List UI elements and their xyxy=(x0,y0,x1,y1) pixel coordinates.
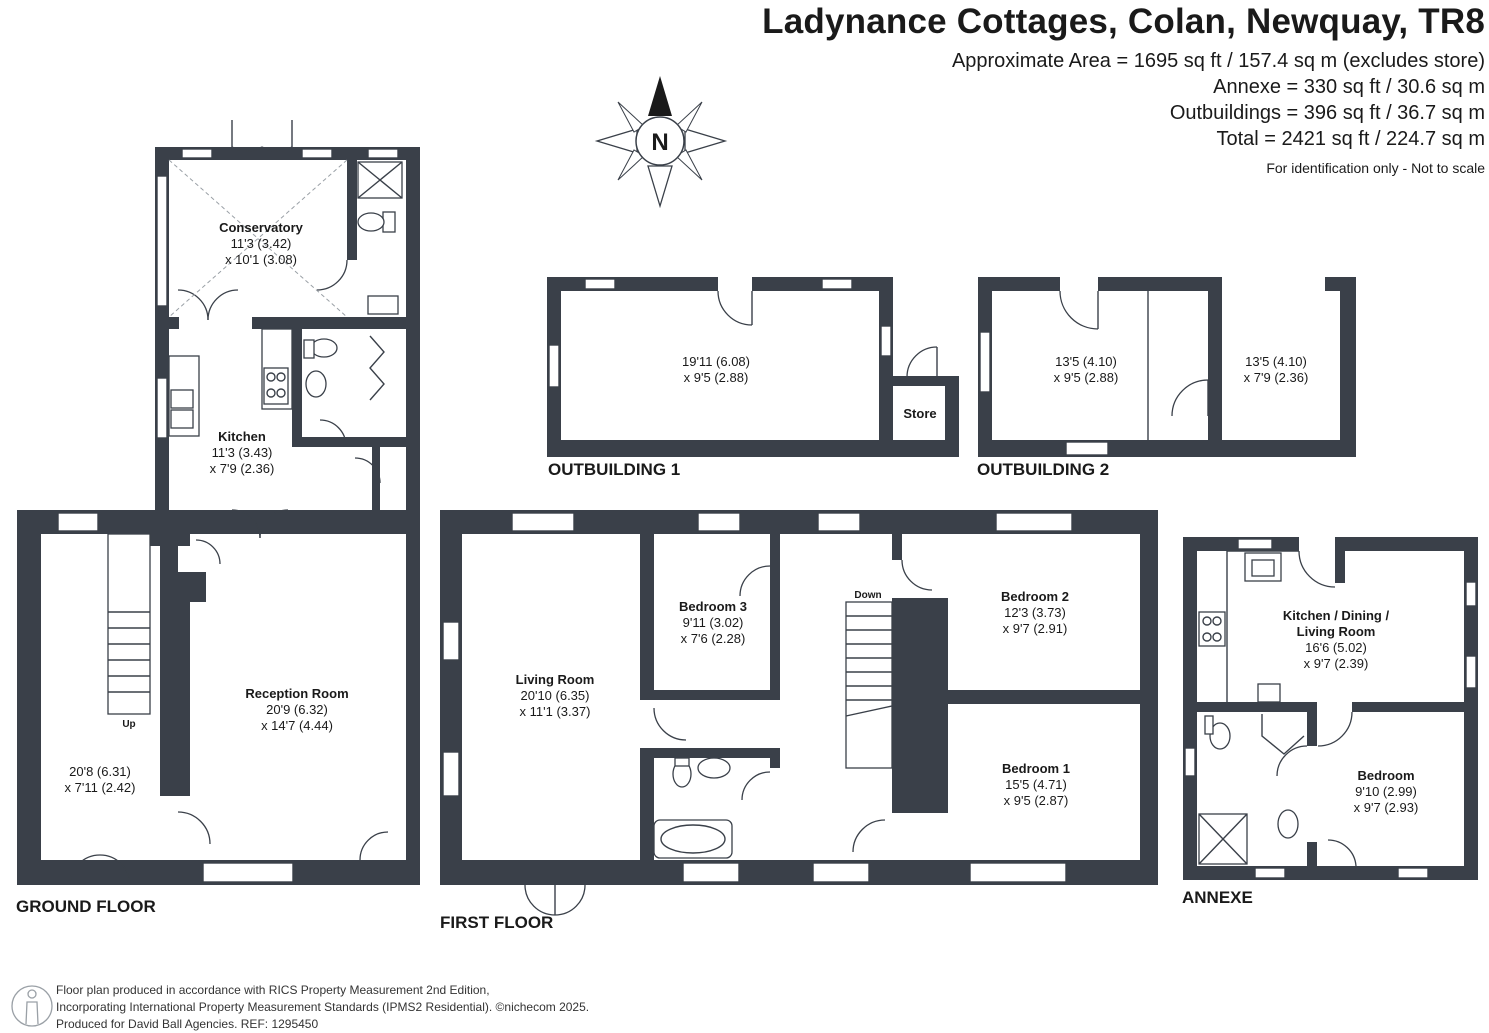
outbuilding-2-left-dim-1: 13'5 (4.10) xyxy=(1055,354,1117,369)
hall-dim-1: 20'8 (6.31) xyxy=(69,764,131,779)
compass-north-label: N xyxy=(651,129,668,156)
outbuilding-1-dim-2: x 9'5 (2.88) xyxy=(684,370,749,385)
annexe-plan xyxy=(1183,537,1478,880)
compass-rose: N xyxy=(594,76,728,209)
door-swings-first xyxy=(524,559,933,916)
annexe-bedroom-dim-2: x 9'7 (2.93) xyxy=(1354,800,1419,815)
ground-floor-label: GROUND FLOOR xyxy=(16,897,156,916)
kitchen-dim-2: x 7'9 (2.36) xyxy=(210,461,275,476)
footer-line-2: Incorporating International Property Mea… xyxy=(56,1000,590,1014)
conservatory-dim-2: x 10'1 (3.08) xyxy=(225,252,297,267)
bedroom-3-dim-2: x 7'6 (2.28) xyxy=(681,631,746,646)
living-room-dim-2: x 11'1 (3.37) xyxy=(520,704,591,719)
bedroom-3-dim-1: 9'11 (3.02) xyxy=(683,615,744,630)
first-floor-label: FIRST FLOOR xyxy=(440,913,553,932)
annexe-label: ANNEXE xyxy=(1182,888,1253,907)
door-swings-ground xyxy=(69,120,389,886)
stairs-down-label: Down xyxy=(854,590,881,601)
bedroom-1-name: Bedroom 1 xyxy=(1002,761,1070,776)
kitchen-name: Kitchen xyxy=(218,429,266,444)
store-name: Store xyxy=(903,406,936,421)
outbuilding-2-right-dim-2: x 7'9 (2.36) xyxy=(1244,370,1309,385)
outbuilding-2-left-dim-2: x 9'5 (2.88) xyxy=(1054,370,1119,385)
ground-floor-plan xyxy=(17,120,420,886)
outbuilding-2-label: OUTBUILDING 2 xyxy=(977,460,1109,479)
living-room-dim-1: 20'10 (6.35) xyxy=(521,688,590,703)
bedroom-2-name: Bedroom 2 xyxy=(1001,589,1069,604)
approximate-area: Approximate Area = 1695 sq ft / 157.4 sq… xyxy=(951,50,1485,72)
outbuildings-area: Outbuildings = 396 sq ft / 36.7 sq m xyxy=(1169,102,1485,124)
outbuilding-1-plan xyxy=(547,277,959,457)
conservatory-dim-1: 11'3 (3.42) xyxy=(231,236,292,251)
outbuilding-1-dim-1: 19'11 (6.08) xyxy=(682,354,750,369)
reception-dim-2: x 14'7 (4.44) xyxy=(261,718,333,733)
stairs-up-label: Up xyxy=(122,719,135,730)
identification-note: For identification only - Not to scale xyxy=(1266,160,1485,176)
footer-credits: Floor plan produced in accordance with R… xyxy=(56,982,589,1033)
bedroom-2-dim-2: x 9'7 (2.91) xyxy=(1003,621,1068,636)
kitchen-dim-1: 11'3 (3.43) xyxy=(212,445,273,460)
annexe-kdl-name-1: Kitchen / Dining / xyxy=(1283,608,1390,623)
annexe-bedroom-name: Bedroom xyxy=(1357,768,1414,783)
annexe-area: Annexe = 330 sq ft / 30.6 sq m xyxy=(1213,76,1485,98)
outbuilding-2-plan xyxy=(978,277,1356,457)
hall-dim-2: x 7'11 (2.42) xyxy=(65,780,136,795)
outbuilding-1-label: OUTBUILDING 1 xyxy=(548,460,680,479)
footer-line-1: Floor plan produced in accordance with R… xyxy=(56,983,490,997)
annexe-kdl-name-2: Living Room xyxy=(1297,624,1376,639)
bedroom-2-dim-1: 12'3 (3.73) xyxy=(1004,605,1066,620)
reception-dim-1: 20'9 (6.32) xyxy=(266,702,328,717)
bedroom-1-dim-1: 15'5 (4.71) xyxy=(1005,777,1067,792)
bedroom-3-name: Bedroom 3 xyxy=(679,599,747,614)
footer-line-3: Produced for David Ball Agencies. REF: 1… xyxy=(56,1017,319,1031)
living-room-name: Living Room xyxy=(516,672,595,687)
conservatory-name: Conservatory xyxy=(219,220,304,235)
reception-name: Reception Room xyxy=(245,686,348,701)
annexe-kdl-dim-2: x 9'7 (2.39) xyxy=(1304,656,1369,671)
first-floor-plan xyxy=(440,510,1158,916)
outbuilding-2-right-dim-1: 13'5 (4.10) xyxy=(1245,354,1307,369)
annexe-kdl-dim-1: 16'6 (5.02) xyxy=(1305,640,1367,655)
bedroom-1-dim-2: x 9'5 (2.87) xyxy=(1004,793,1069,808)
person-icon xyxy=(11,985,53,1027)
annexe-bedroom-dim-1: 9'10 (2.99) xyxy=(1355,784,1417,799)
total-area: Total = 2421 sq ft / 224.7 sq m xyxy=(1216,128,1486,150)
property-title: Ladynance Cottages, Colan, Newquay, TR8 xyxy=(762,2,1485,41)
